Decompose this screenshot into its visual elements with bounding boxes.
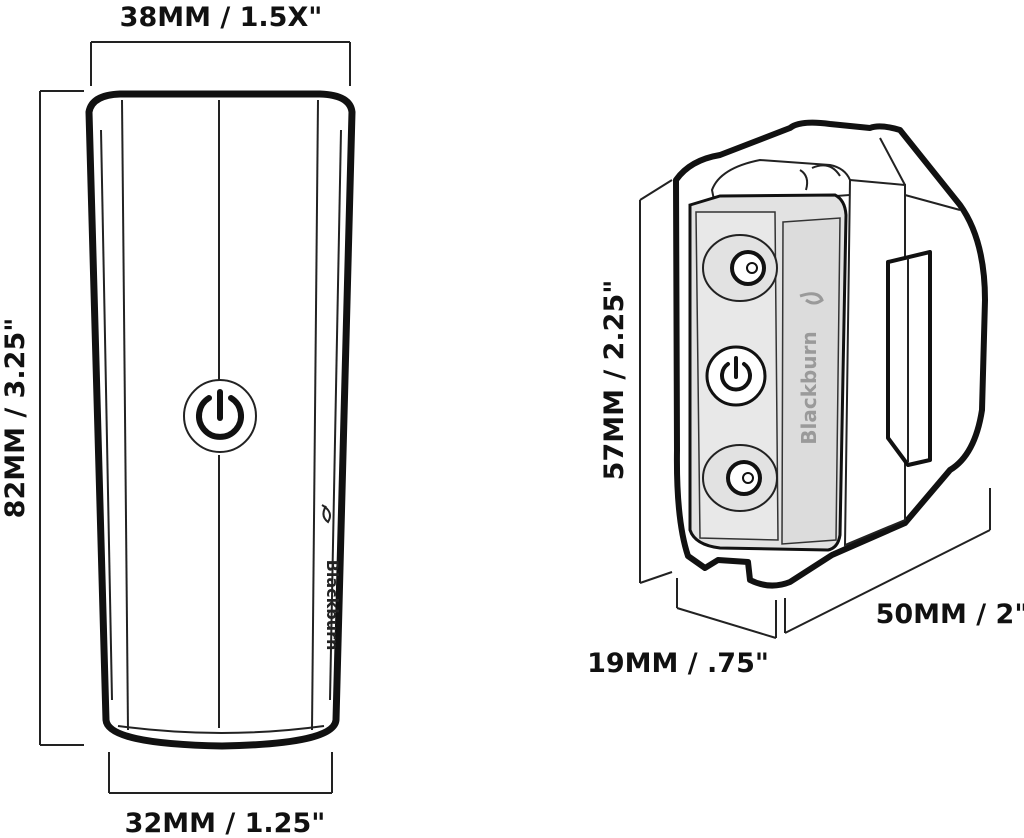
side-depth-dimension-line — [784, 488, 991, 634]
side-edge-line — [879, 137, 906, 186]
side-logo-panel — [781, 217, 841, 545]
side-led-button-bottom — [702, 444, 778, 512]
side-power-button — [705, 345, 767, 407]
top-width-dimension-line — [90, 41, 351, 86]
side-edge-line-2 — [904, 194, 961, 211]
side-view-light: 57MM / 2.25" 19MM / .75" 50MM / 2" — [587, 119, 1024, 679]
side-thickness-label: 19MM / .75" — [587, 648, 769, 679]
side-brand-logo: Blackburn — [797, 331, 821, 444]
front-height-dimension-line — [39, 90, 84, 746]
bottom-width-label: 32MM / 1.25" — [125, 808, 326, 838]
front-height-label: 82MM / 3.25" — [0, 318, 31, 519]
front-view-light: 38MM / 1.5X" 82MM / 3.25" 32MM / 1.25" — [0, 2, 356, 838]
power-icon — [196, 389, 244, 440]
side-lid-notch — [799, 164, 841, 191]
top-width-label: 38MM / 1.5X" — [120, 2, 323, 33]
bottom-width-dimension-line — [108, 752, 333, 794]
side-height-label: 57MM / 2.25" — [599, 280, 630, 481]
side-thickness-dimension-line — [676, 578, 777, 639]
side-flame-icon — [799, 292, 824, 305]
side-height-dimension-line — [639, 179, 673, 584]
side-power-icon — [720, 356, 752, 392]
front-flame-icon — [321, 504, 331, 524]
side-depth-label: 50MM / 2" — [876, 599, 1024, 630]
front-body-edges — [100, 99, 342, 734]
side-led-button-top — [702, 234, 778, 302]
front-brand-logo: Blackburn — [323, 560, 342, 651]
front-power-button — [183, 379, 257, 453]
